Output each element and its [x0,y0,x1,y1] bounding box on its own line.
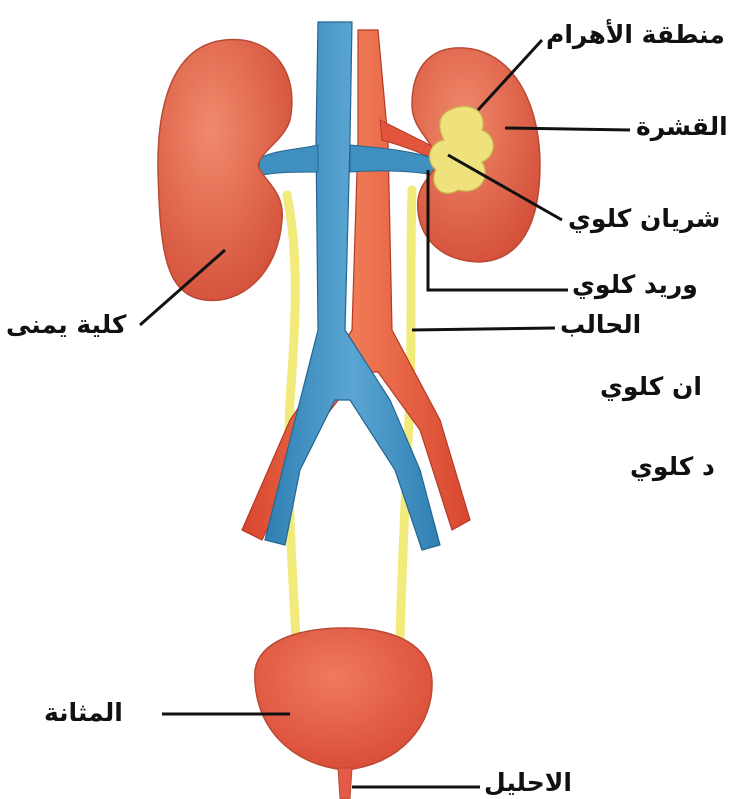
label-artery-partial: ان كلوي [600,374,702,399]
label-urethra: الاحليل [484,770,572,795]
label-pyramids: منطقة الأهرام [546,22,725,47]
label-renal-vein: وريد كلوي [572,272,698,297]
label-renal-artery: شريان كلوي [568,206,720,231]
bladder-shape [255,628,432,770]
label-cortex: القشرة [636,114,728,139]
urethra-shape [338,768,352,799]
leader-ureter [412,328,555,330]
leader-cortex [505,128,630,130]
label-right-kidney: كلية يمنى [6,312,126,337]
label-ureter: الحالب [560,312,641,337]
label-bladder: المثانة [44,700,123,725]
label-vein-partial: د كلوي [630,454,715,479]
